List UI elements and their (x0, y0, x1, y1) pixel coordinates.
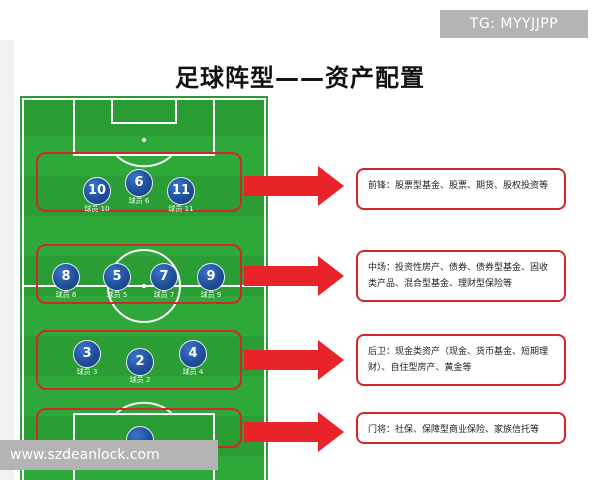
player-6: 6 球员 6 (109, 169, 169, 219)
player-8: 8 球员 8 (36, 263, 96, 313)
tg-tag: TG: MYYJJPP (440, 10, 588, 38)
player-7: 7 球员 7 (134, 263, 194, 313)
player-10: 10 球员 10 (67, 177, 127, 227)
player-number: 5 (103, 263, 131, 291)
player-2: 2 球员 2 (110, 348, 170, 398)
player-label: 球员 2 (129, 376, 151, 384)
player-11: 11 球员 11 (151, 177, 211, 227)
player-number: 3 (73, 340, 101, 368)
player-label: 球员 6 (128, 197, 150, 205)
player-number: 9 (197, 263, 225, 291)
site-watermark: www.szdeanlock.com (0, 440, 218, 470)
player-label: 球员 9 (200, 291, 222, 299)
defense-description: 后卫：现金类资产（现金、货币基金、短期理财）、自住型房产、黄金等 (356, 334, 566, 386)
midfield-group-box (36, 244, 242, 304)
player-number: 10 (83, 177, 111, 205)
midfield-description: 中场：投资性房产、债券、债券型基金、固收类产品、混合型基金、理财型保险等 (356, 250, 566, 302)
player-label: 球员 7 (153, 291, 175, 299)
forwards-description: 前锋：股票型基金、股票、期货、股权投资等 (356, 168, 566, 210)
player-number: 2 (126, 348, 154, 376)
player-label: 球员 4 (182, 368, 204, 376)
player-5: 5 球员 5 (87, 263, 147, 313)
page-title: 足球阵型——资产配置 (175, 64, 425, 92)
player-label: 球员 10 (84, 205, 110, 213)
midfield-arrow-icon (244, 256, 344, 296)
forwards-arrow-icon (244, 166, 344, 206)
defense-group-box (36, 330, 242, 390)
player-number: 4 (179, 340, 207, 368)
player-4: 4 球员 4 (163, 340, 223, 390)
player-label: 球员 11 (168, 205, 194, 213)
defense-arrow-icon (244, 340, 344, 380)
player-label: 球员 3 (76, 368, 98, 376)
forwards-group-box (36, 152, 242, 212)
player-number: 11 (167, 177, 195, 205)
goalkeeper-description: 门将：社保、保障型商业保险、家族信托等 (356, 412, 566, 444)
player-3: 3 球员 3 (57, 340, 117, 390)
goalkeeper-arrow-icon (244, 412, 344, 452)
player-label: 球员 8 (55, 291, 77, 299)
left-margin-shade (0, 40, 14, 480)
player-number: 6 (125, 169, 153, 197)
player-number: 8 (52, 263, 80, 291)
player-label: 球员 5 (106, 291, 128, 299)
player-number: 7 (150, 263, 178, 291)
player-9: 9 球员 9 (181, 263, 241, 313)
